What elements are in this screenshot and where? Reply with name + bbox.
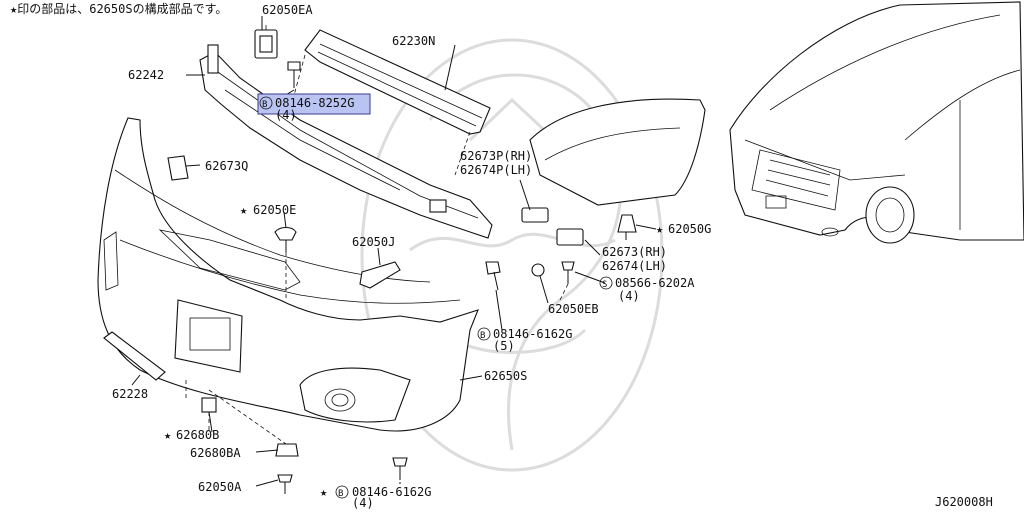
qty-08146-6162G-b: (4) — [352, 496, 374, 510]
star-08146-6162G-b: ★ — [320, 485, 327, 499]
label-62680B[interactable]: 62680B — [176, 428, 219, 442]
bolt-08146-8252G — [287, 61, 301, 88]
bolt-marker-08146-6162G-a: B — [480, 331, 485, 341]
label-62228[interactable]: 62228 — [112, 387, 148, 401]
clip-62050E — [274, 226, 297, 252]
fender-outline — [529, 98, 706, 206]
clip-62680B — [201, 397, 217, 413]
highlight-08146-8252G — [257, 93, 371, 115]
label-08566-6202A[interactable]: 08566-6202A — [615, 276, 695, 290]
screw-08566-6202A — [561, 261, 575, 284]
bolt-marker-08146-8252G: B — [262, 100, 267, 110]
label-62050EA[interactable]: 62050EA — [262, 3, 313, 17]
clip-62050EA — [254, 25, 278, 59]
nut-62050EB — [531, 263, 545, 277]
bolt-marker-icon — [335, 485, 349, 499]
bolt-marker-08146-6162G-b: B — [338, 489, 343, 499]
label-62680BA[interactable]: 62680BA — [190, 446, 241, 460]
star-62050G: ★ — [656, 222, 663, 236]
qty-08566-6202A: (4) — [618, 289, 640, 303]
label-62242[interactable]: 62242 — [128, 68, 164, 82]
label-08146-8252G[interactable]: 08146-8252G — [275, 96, 354, 110]
bracket-62228 — [103, 331, 166, 381]
diagram-code: J620008H — [935, 495, 993, 509]
bracket-62050J — [359, 261, 401, 289]
vehicle-illustration — [729, 1, 1024, 244]
screw-62050A — [277, 474, 293, 494]
bracket-62673 — [556, 228, 584, 246]
bolt-08146-6162G-bottom — [392, 457, 408, 480]
qty-08146-8252G: (4) — [275, 108, 297, 122]
label-62673[interactable]: 62673(RH) — [602, 245, 667, 259]
screw-marker-icon — [599, 276, 613, 290]
label-62230N[interactable]: 62230N — [392, 34, 435, 48]
star-62050E: ★ — [240, 203, 247, 217]
bracket-62673P — [521, 207, 549, 223]
label-62673P[interactable]: 62673P(RH) — [460, 149, 532, 163]
nut-62680BA — [275, 443, 299, 457]
bumper-fascia-62650S — [97, 117, 479, 432]
label-62050EB[interactable]: 62050EB — [548, 302, 599, 316]
label-62050A[interactable]: 62050A — [198, 480, 242, 494]
clip-62050G — [617, 214, 637, 240]
label-08146-6162G-a[interactable]: 08146-6162G — [493, 327, 572, 341]
bolt-marker-icon — [477, 327, 491, 341]
label-62650S[interactable]: 62650S — [484, 369, 527, 383]
label-62673Q[interactable]: 62673Q — [205, 159, 248, 173]
bracket-62673Q — [167, 155, 189, 181]
qty-08146-6162G-a: (5) — [493, 339, 515, 353]
bolt-08146-6162G-side — [485, 261, 501, 291]
screw-marker-08566-6202A: S — [602, 280, 607, 290]
note-text: ★印の部品は、62650Sの構成部品です。 — [10, 1, 227, 16]
label-62674[interactable]: 62674(LH) — [602, 259, 667, 273]
upper-rail-62230N — [289, 29, 491, 176]
label-62674P[interactable]: 62674P(LH) — [460, 163, 532, 177]
star-62680B: ★ — [164, 428, 171, 442]
label-62050E[interactable]: 62050E — [253, 203, 296, 217]
label-62050G[interactable]: 62050G — [668, 222, 711, 236]
label-62050J[interactable]: 62050J — [352, 235, 395, 249]
leader-lines — [131, 16, 657, 487]
label-08146-6162G-b[interactable]: 08146-6162G — [352, 485, 431, 499]
bolt-marker-icon — [259, 96, 273, 110]
